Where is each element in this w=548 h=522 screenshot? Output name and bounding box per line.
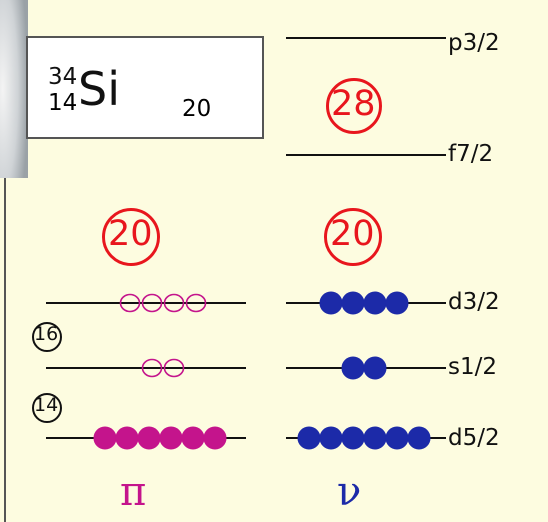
neutron-filled-d5-2-4 [386,427,408,449]
level-label-f7-2: f7/2 [448,143,493,166]
proton-filled-d5-2-1 [116,427,138,449]
proton-column-symbol: π [120,472,146,512]
proton-filled-d5-2-2 [138,427,160,449]
marker-14: 14 [34,396,58,415]
neutron-filled-d5-2-0 [298,427,320,449]
proton-filled-d5-2-3 [160,427,182,449]
neutron-filled-s1-2-1 [364,357,386,379]
neutron-filled-d3-2-2 [364,292,386,314]
level-label-d3-2: d3/2 [448,291,500,314]
proton-filled-d5-2-5 [204,427,226,449]
neutron-filled-d3-2-0 [320,292,342,314]
neutron-filled-d5-2-5 [408,427,430,449]
neutron-filled-d5-2-3 [364,427,386,449]
neutron-filled-d3-2-3 [386,292,408,314]
neutron-filled-d5-2-2 [342,427,364,449]
magic-number-20-proton: 20 [108,217,153,252]
proton-filled-d5-2-0 [94,427,116,449]
neutron-filled-s1-2-0 [342,357,364,379]
neutron-filled-d3-2-1 [342,292,364,314]
level-label-d5-2: d5/2 [448,427,500,450]
marker-16: 16 [34,325,58,344]
level-label-s1-2: s1/2 [448,356,497,379]
magic-number-20-neutron: 20 [330,217,375,252]
magic-number-28: 28 [331,87,376,122]
neutron-column-symbol: ν [337,472,361,512]
proton-filled-d5-2-4 [182,427,204,449]
neutron-filled-d5-2-1 [320,427,342,449]
level-label-p3-2: p3/2 [448,32,500,55]
